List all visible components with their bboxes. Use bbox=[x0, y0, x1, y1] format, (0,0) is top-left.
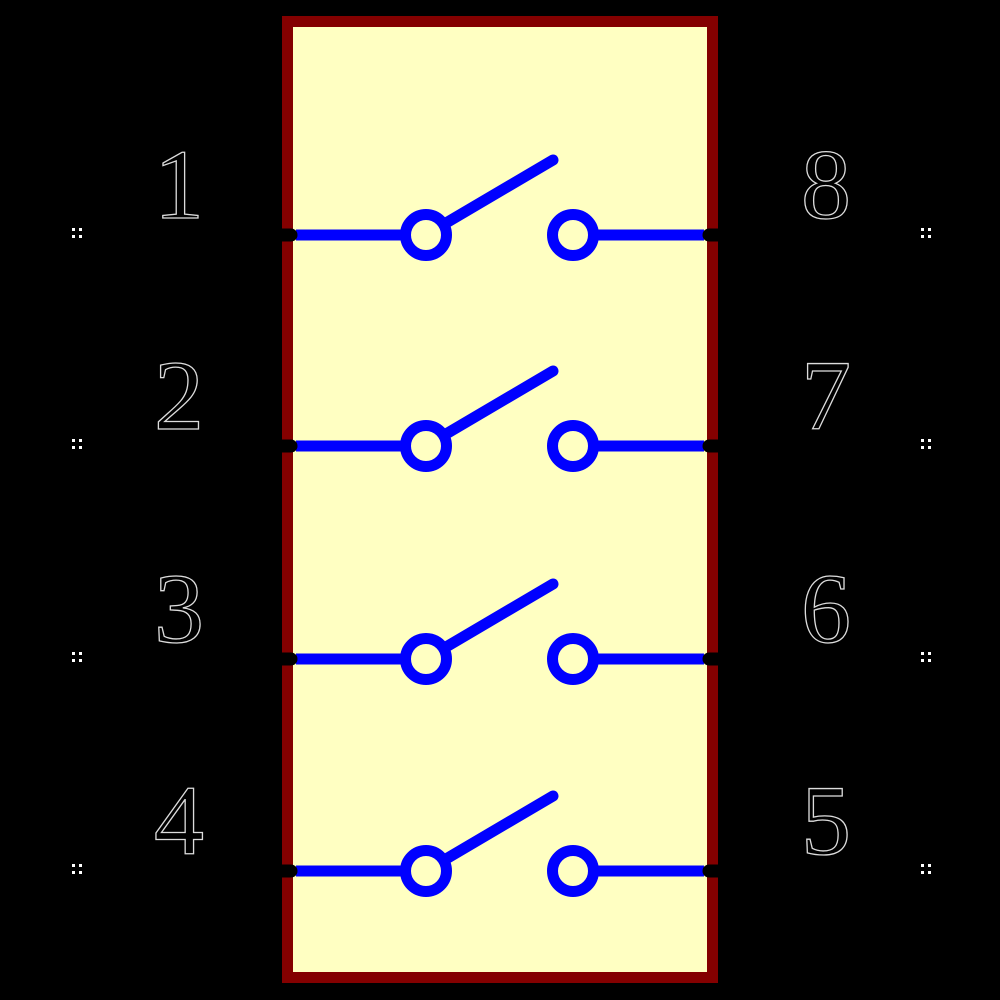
pin-number-right: 5 bbox=[801, 765, 851, 876]
contact-left-circle bbox=[400, 633, 452, 685]
pin-end-tick-left bbox=[72, 228, 82, 238]
contact-left-circle bbox=[400, 845, 452, 897]
contact-right-circle bbox=[547, 420, 599, 472]
switch-lever bbox=[440, 578, 559, 653]
pin-end-tick-left bbox=[72, 864, 82, 874]
switch-lever bbox=[440, 790, 559, 865]
switch-row: 4 5 bbox=[72, 764, 931, 897]
pin-end-tick-right bbox=[921, 652, 931, 662]
pin-end-tick-right bbox=[921, 439, 931, 449]
pin-number-right: 8 bbox=[801, 129, 851, 240]
pin-number-left: 4 bbox=[154, 765, 204, 876]
switch-row: 2 7 bbox=[72, 339, 931, 472]
pin-end-tick-right bbox=[921, 228, 931, 238]
contact-right-circle bbox=[547, 633, 599, 685]
switch-lever bbox=[440, 154, 559, 229]
pin-number-right: 7 bbox=[801, 340, 851, 451]
pin-number-left: 1 bbox=[154, 129, 204, 240]
component-body bbox=[282, 16, 718, 983]
contact-left-circle bbox=[400, 209, 452, 261]
switch-row: 1 8 bbox=[72, 128, 931, 261]
switch-row: 3 6 bbox=[72, 552, 931, 685]
pin-end-tick-left bbox=[72, 652, 82, 662]
contact-left-circle bbox=[400, 420, 452, 472]
pin-end-tick-right bbox=[921, 864, 931, 874]
contact-right-circle bbox=[547, 845, 599, 897]
contact-right-circle bbox=[547, 209, 599, 261]
pin-number-right: 6 bbox=[801, 553, 851, 664]
pin-number-left: 3 bbox=[154, 553, 204, 664]
pin-end-tick-left bbox=[72, 439, 82, 449]
pin-number-left: 2 bbox=[154, 340, 204, 451]
switch-lever bbox=[440, 365, 559, 440]
